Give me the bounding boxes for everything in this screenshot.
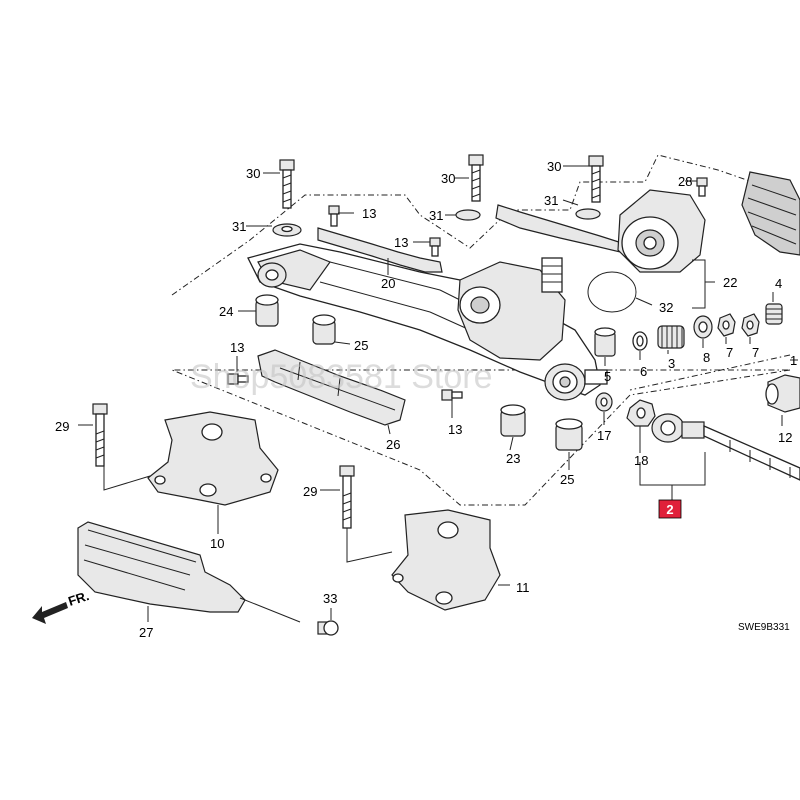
bolt-33 — [317, 620, 339, 636]
steering-rack — [247, 243, 608, 401]
bolt-29-right — [339, 465, 355, 529]
part-label-30: 30 — [547, 159, 561, 174]
front-arrow-icon — [32, 602, 68, 624]
part-label-7: 7 — [752, 345, 759, 360]
part-label-29: 29 — [303, 484, 317, 499]
part-label-12: 12 — [778, 430, 792, 445]
bushing-25-upper — [312, 314, 336, 345]
highlight-box-2 — [658, 499, 682, 519]
part-label-3: 3 — [668, 356, 675, 371]
part-label-13: 13 — [394, 235, 408, 250]
part-label-13: 13 — [448, 422, 462, 437]
part-label-23: 23 — [506, 451, 520, 466]
part-label-13: 13 — [230, 340, 244, 355]
part-label-22: 22 — [723, 275, 737, 290]
spring-3 — [657, 325, 685, 349]
diagram-code: SWE9B331 — [738, 622, 790, 633]
o-ring-32 — [587, 271, 637, 313]
part-label-28: 28 — [678, 174, 692, 189]
part-label-11: 11 — [516, 580, 530, 595]
bolt-13-b — [429, 237, 441, 257]
bolt-13-c — [227, 373, 249, 385]
part-label-18: 18 — [634, 453, 648, 468]
part-label-10: 10 — [210, 536, 224, 551]
part-label-31: 31 — [232, 219, 246, 234]
part-label-26: 26 — [386, 437, 400, 452]
part-label-17: 17 — [597, 428, 611, 443]
part-label-25: 25 — [560, 472, 574, 487]
mount-11 — [391, 509, 501, 611]
bolt-30-right — [588, 155, 604, 203]
part-label-25: 25 — [354, 338, 368, 353]
part-label-7: 7 — [726, 345, 733, 360]
part-labels: 30 13 30 30 31 28 31 13 31 20 22 32 24 25 4 5 6 3 8 7 7 1 13 26… — [55, 159, 797, 640]
boot-12 — [767, 374, 800, 413]
bolt-13-d — [441, 389, 463, 401]
part-label-27: 27 — [139, 625, 153, 640]
highlighted-part-label: 2 — [666, 502, 673, 517]
bolt-28 — [696, 177, 708, 197]
part-label-20: 20 — [381, 276, 395, 291]
part-label-6: 6 — [640, 364, 647, 379]
bracket-31-rail — [495, 204, 626, 253]
front-indicator-label: FR. — [66, 588, 91, 609]
part-label-5: 5 — [604, 369, 611, 384]
bolt-30-mid — [468, 154, 484, 202]
bushing-23 — [500, 404, 526, 437]
part-label-13: 13 — [362, 206, 376, 221]
part-label-33: 33 — [323, 591, 337, 606]
motor-assembly — [617, 189, 706, 273]
bushing-25-lower — [555, 418, 583, 451]
part-label-30: 30 — [441, 171, 455, 186]
part-label-30: 30 — [246, 166, 260, 181]
mount-10 — [147, 411, 279, 506]
screw-4 — [765, 303, 783, 325]
washer-31-right — [575, 208, 601, 220]
watermark: Shop5083581 Store — [190, 358, 492, 396]
bracket-26 — [257, 349, 406, 426]
part-label-1: 1 — [790, 353, 797, 368]
part-label-32: 32 — [659, 300, 673, 315]
sleeve-5 — [594, 327, 616, 357]
tie-rod-2 — [651, 413, 800, 481]
part-label-31: 31 — [544, 193, 558, 208]
part-label-24: 24 — [219, 304, 233, 319]
leader-lines — [78, 165, 798, 623]
part-label-29: 29 — [55, 419, 69, 434]
bolt-29-left — [92, 403, 108, 467]
part-label-4: 4 — [775, 276, 782, 291]
bolt-30-left — [279, 159, 295, 209]
part-label-8: 8 — [703, 350, 710, 365]
bushing-24 — [255, 294, 279, 327]
assembly-outline-2 — [629, 354, 791, 391]
bolt-13-a — [328, 205, 340, 227]
bracket-20 — [317, 227, 443, 273]
washer-31-mid — [455, 209, 481, 221]
part-label-31: 31 — [429, 208, 443, 223]
boot-top-right — [741, 171, 800, 256]
